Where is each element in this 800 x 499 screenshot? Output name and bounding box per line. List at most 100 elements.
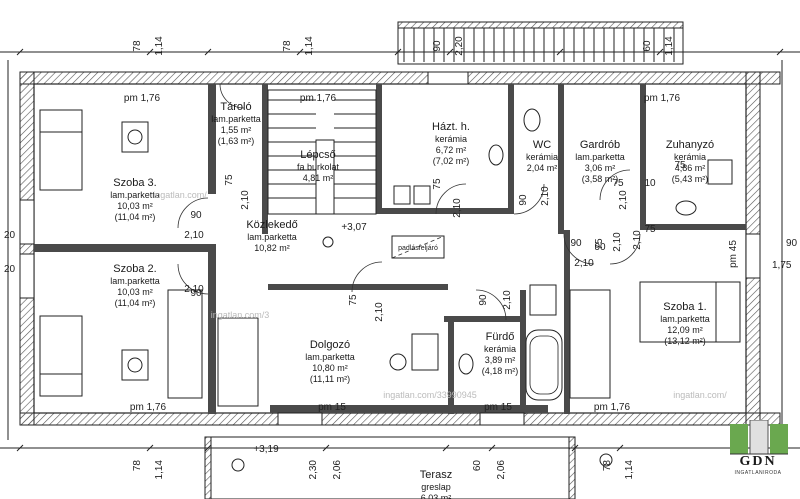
room-name-lepcso: Lépcső xyxy=(300,149,335,161)
room-info-zuhanyzo: (5,43 m²) xyxy=(672,174,709,184)
room-info-dolgozo: lam.parketta xyxy=(305,352,355,362)
dim-inner: 2,10 xyxy=(502,290,513,310)
watermark-text: ingatlan.com/ xyxy=(673,390,727,400)
dim-inner: 2,10 xyxy=(632,230,643,250)
pm-label-bottom: pm 1,76 xyxy=(594,402,631,413)
pm-label-top: pm 1,76 xyxy=(124,93,161,104)
dim-inner: 75 xyxy=(432,178,443,190)
logo-bar-left xyxy=(730,424,748,454)
dim-tick xyxy=(204,48,212,56)
room-name-furdo: Fürdő xyxy=(486,331,515,343)
dim-tick xyxy=(488,444,496,452)
dim-tick xyxy=(556,48,564,56)
room-name-gardrob: Gardrób xyxy=(580,139,620,151)
bed-szoba3 xyxy=(39,109,83,191)
doors xyxy=(177,83,641,321)
room-info-furdo: 3,89 m² xyxy=(485,355,516,365)
dim-top: 1,14 xyxy=(154,36,165,56)
dim-tick xyxy=(322,444,330,452)
room-info-gardrob: (3,58 m²) xyxy=(582,174,619,184)
dim-inner: 90 xyxy=(570,238,582,249)
room-info-szoba3: 10,03 m² xyxy=(117,201,153,211)
staircase xyxy=(267,89,377,215)
room-info-dolgozo: (11,11 m²) xyxy=(310,374,350,384)
level-kozlekedo: +3,07 xyxy=(341,222,367,233)
room-info-szoba2: 10,03 m² xyxy=(117,287,153,297)
dim-bottom: 1,14 xyxy=(154,460,165,480)
dim-tick xyxy=(296,48,304,56)
dim-right: 90 xyxy=(786,238,798,249)
room-info-terasz: greslap xyxy=(421,482,451,492)
room-info-furdo: kerámia xyxy=(484,344,516,354)
dim-inner: 90 xyxy=(518,194,529,206)
room-info-furdo: (4,18 m²) xyxy=(482,366,519,376)
pm-label-top: pm 1,76 xyxy=(644,93,681,104)
dim-inner: 75 xyxy=(644,224,656,235)
room-info-szoba1: lam.parketta xyxy=(660,314,710,324)
room-info-wc: kerámia xyxy=(526,152,558,162)
dim-bottom: 2,06 xyxy=(496,460,507,480)
balcony-top xyxy=(397,21,684,65)
dim-inner: 75 xyxy=(594,238,605,250)
watermark-text: ingatlan.com/3 xyxy=(211,310,270,320)
dim-inner: 2,10 xyxy=(184,284,204,295)
dim-inner: 2,10 xyxy=(574,258,594,269)
dim-bottom: 1,14 xyxy=(624,460,635,480)
dim-tick xyxy=(616,444,624,452)
dim-inner: 2,10 xyxy=(612,232,623,252)
logo-bar-mid xyxy=(749,420,769,455)
bed-szoba1 xyxy=(639,281,741,343)
room-info-gardrob: lam.parketta xyxy=(575,152,625,162)
room-info-haztart: 6,72 m² xyxy=(436,145,467,155)
dim-tick xyxy=(442,444,450,452)
room-info-haztart: kerámia xyxy=(435,134,467,144)
dim-top: 78 xyxy=(132,40,143,52)
room-name-terasz: Terasz xyxy=(420,469,452,481)
room-info-szoba3: (11,04 m²) xyxy=(115,212,156,222)
dim-inner: 75 xyxy=(612,178,624,189)
terrace-plants xyxy=(231,236,613,472)
room-info-szoba1: 12,09 m² xyxy=(667,325,703,335)
room-info-szoba2: lam.parketta xyxy=(110,276,160,286)
dim-top: 90 xyxy=(432,40,443,52)
room-info-szoba2: (11,04 m²) xyxy=(115,298,156,308)
sinks-toilets xyxy=(393,108,733,375)
watermark-text: ingatlan.com/33990945 xyxy=(383,390,477,400)
outer-walls xyxy=(19,71,781,426)
logo-text: GDN xyxy=(739,454,777,469)
dim-inner: 90 xyxy=(190,210,202,221)
windows-side xyxy=(19,71,761,426)
dim-bottom: 78 xyxy=(132,460,143,472)
room-info-szoba1: (13,12 m²) xyxy=(664,336,706,346)
dim-tick xyxy=(146,444,154,452)
room-info-kozlekedo: 10,82 m² xyxy=(254,243,290,253)
room-name-haztart: Házt. h. xyxy=(432,121,470,133)
dim-tick xyxy=(16,444,24,452)
dim-inner: 2,10 xyxy=(618,190,629,210)
pm-label-bottom: pm 1,76 xyxy=(130,402,167,413)
desk-chair-szoba2 xyxy=(121,349,149,381)
dim-inner: 75 xyxy=(348,294,359,306)
room-info-lepcso: 4,81 m² xyxy=(303,173,334,183)
watermark-text: ingatlan.com/ xyxy=(153,190,207,200)
dim-tick xyxy=(446,48,454,56)
dim-inner: 90 xyxy=(190,288,202,299)
dim-tick xyxy=(16,48,24,56)
dim-tick xyxy=(656,48,664,56)
room-name-szoba1: Szoba 1. xyxy=(663,301,706,313)
dim-top: 78 xyxy=(282,40,293,52)
dim-tick xyxy=(146,48,154,56)
desk-chair-szoba3 xyxy=(121,121,149,153)
room-info-dolgozo: 10,80 m² xyxy=(312,363,348,373)
room-info-tarolo: 1,55 m² xyxy=(221,125,252,135)
dim-inner: 75 xyxy=(224,174,235,186)
room-info-zuhanyzo: kerámia xyxy=(674,152,706,162)
room-info-gardrob: 3,06 m² xyxy=(585,163,616,173)
dim-bottom: 2,30 xyxy=(308,460,319,480)
room-info-lepcso: fa burkolat xyxy=(297,162,340,172)
room-name-dolgozo: Dolgozó xyxy=(310,339,350,351)
dim-bottom: 2,06 xyxy=(332,460,343,480)
room-name-zuhanyzo: Zuhanyzó xyxy=(666,139,714,151)
